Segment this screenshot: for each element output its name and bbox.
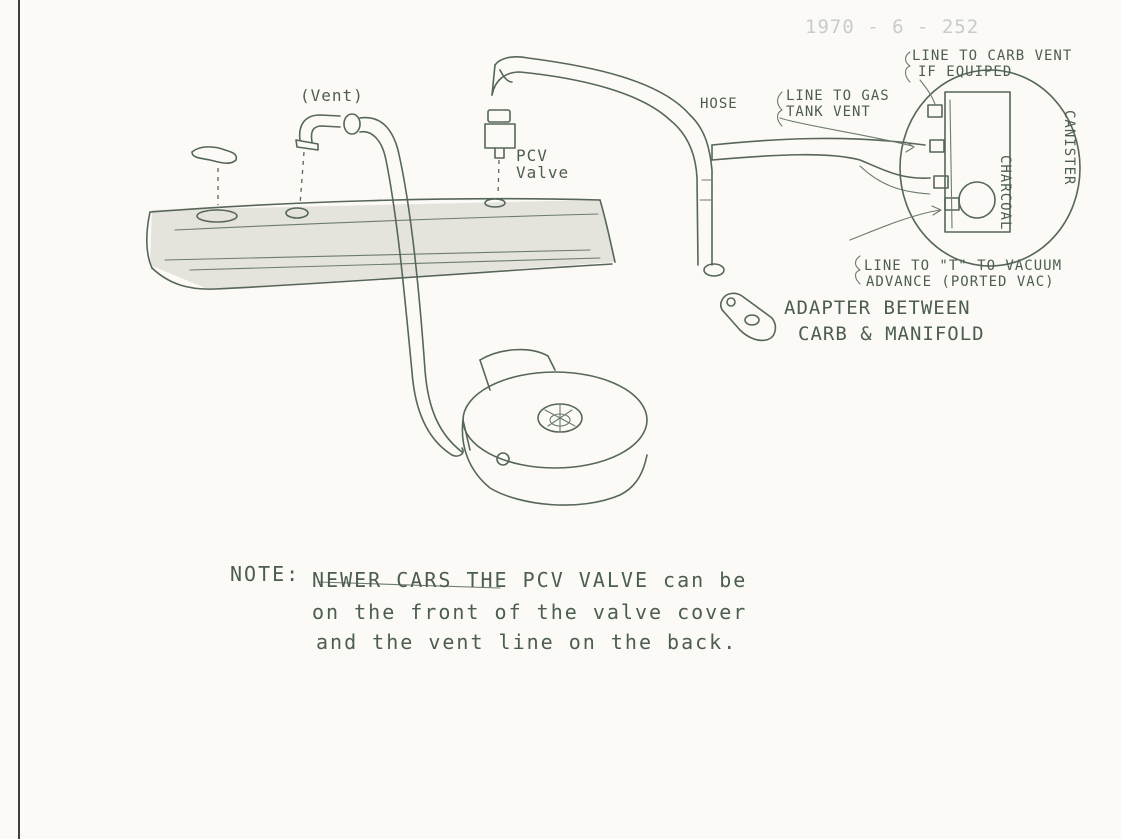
oil-cap-sketch [191,146,238,205]
adapter-sketch [719,292,777,342]
note-line2: on the front of the valve cover [312,600,748,624]
document-stamp: 1970 - 6 - 252 [805,16,980,38]
vent-elbow-sketch [295,113,361,206]
paper-left-edge [18,0,20,839]
note-prefix: NOTE: [230,562,301,586]
valve-label: Valve [516,163,570,182]
gas-tank-label-line2: TANK VENT [786,104,871,120]
canister-label-charcoal: CHARCOAL [997,155,1013,231]
valve-cover [146,197,616,290]
hose-label: HOSE [700,96,738,112]
pcv-hose-sketch [491,56,725,277]
canister-label-canister: CANISTER [1061,110,1077,186]
charcoal-canister-sketch [899,69,1081,267]
vacuum-label-line1: LINE TO "T" TO VACUUM [864,258,1063,274]
pcv-valve-sketch [484,109,516,197]
carb-vent-label-line2: IF EQUIPED [918,64,1013,80]
canister-hose-sketch [711,137,931,195]
note-line3: and the vent line on the back. [316,630,738,654]
vacuum-label-line2: ADVANCE (PORTED VAC) [866,274,1055,290]
note-strikeout [317,581,501,589]
label-leaders [776,51,942,285]
carb-vent-label-line1: LINE TO CARB VENT [912,48,1073,64]
note-line1: NEWER CARS THE PCV VALVE can be [312,568,748,592]
gas-tank-label-line1: LINE TO GAS [786,88,890,104]
adapter-label-line2: CARB & MANIFOLD [798,323,985,345]
air-cleaner-sketch [461,348,648,506]
vent-hose-sketch [359,116,464,457]
adapter-label-line1: ADAPTER BETWEEN [784,297,971,319]
pcv-label: PCV [516,146,548,165]
vent-label: (Vent) [300,86,364,105]
